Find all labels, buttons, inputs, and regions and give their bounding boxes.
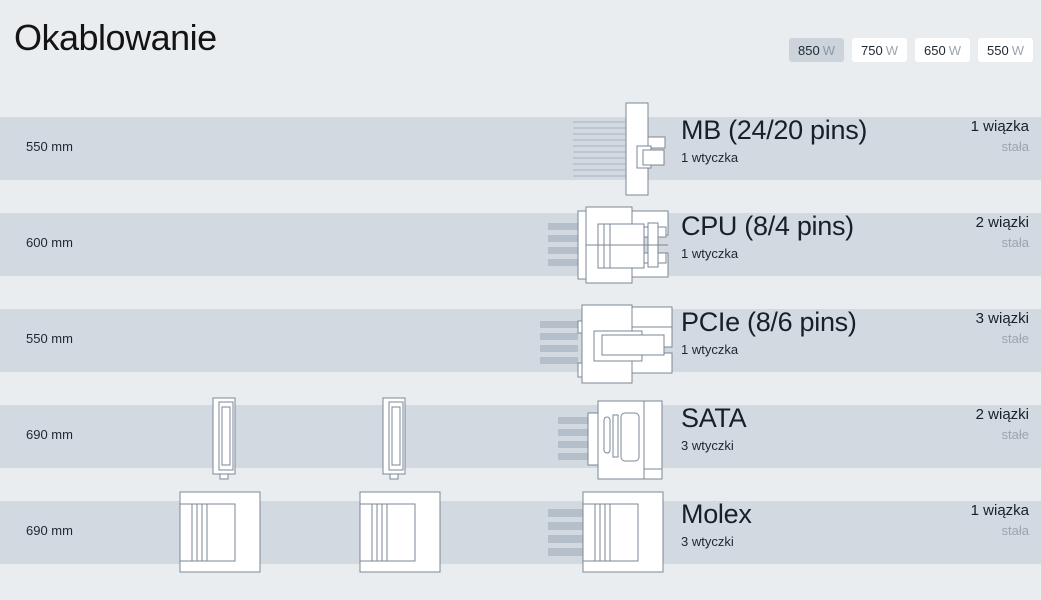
cable-bundle-type: stała <box>1001 235 1029 250</box>
wattage-option-850[interactable]: 850 W <box>789 38 844 62</box>
cable-row-cpu: 600 mm <box>0 197 1041 293</box>
cable-name: SATA <box>681 403 747 433</box>
cable-row-sata: 690 mm <box>0 389 1041 485</box>
cable-plugs: 3 wtyczki <box>681 533 734 549</box>
wattage-unit: W <box>822 42 835 58</box>
cable-bundle-type: stałe <box>1001 331 1029 346</box>
cable-bundles: 1 wiązka <box>970 118 1029 135</box>
wattage-value: 550 <box>987 42 1009 58</box>
cable-info-pcie: PCIe (8/6 pins) 1 wtyczka <box>681 307 857 357</box>
cable-info-molex: Molex 3 wtyczki <box>681 499 752 549</box>
connector-graphic-molex <box>0 485 1041 600</box>
connector-graphic-sata <box>0 389 1041 485</box>
cable-band <box>0 213 1041 276</box>
page-title: Okablowanie <box>14 17 217 58</box>
cable-name: CPU (8/4 pins) <box>681 211 854 241</box>
cable-plugs: 3 wtyczki <box>681 437 734 453</box>
sata-inline-1 <box>212 397 236 480</box>
cable-info-mb: MB (24/20 pins) 1 wtyczka <box>681 115 867 165</box>
cable-bundles: 2 wiązki <box>975 406 1029 423</box>
wattage-option-550[interactable]: 550 W <box>978 38 1033 62</box>
cable-qty-pcie: 3 wiązki stałe <box>976 310 1029 346</box>
cable-length: 550 mm <box>26 139 73 154</box>
cable-qty-cpu: 2 wiązki stała <box>976 214 1029 250</box>
wattage-value: 650 <box>924 42 946 58</box>
cable-qty-mb: 1 wiązka stała <box>971 118 1029 154</box>
sata-inline-2 <box>382 397 406 480</box>
molex-inline-1 <box>179 491 261 573</box>
wattage-option-650[interactable]: 650 W <box>915 38 970 62</box>
wattage-unit: W <box>948 42 961 58</box>
wattage-unit: W <box>1011 42 1024 58</box>
cable-band <box>0 309 1041 372</box>
cable-band <box>0 117 1041 180</box>
cable-bundle-type: stałe <box>1001 427 1029 442</box>
cable-plugs: 1 wtyczka <box>681 149 739 165</box>
wattage-unit: W <box>885 42 898 58</box>
cable-bundles: 2 wiązki <box>975 214 1029 231</box>
connector-graphic-mb-24-pin <box>0 101 1041 197</box>
cable-band <box>0 501 1041 564</box>
cable-qty-sata: 2 wiązki stałe <box>976 406 1029 442</box>
cable-length: 690 mm <box>26 427 73 442</box>
cable-length: 550 mm <box>26 331 73 346</box>
cable-row-molex: 690 mm <box>0 485 1041 581</box>
connector-graphic-pcie-8-pin <box>0 293 1041 389</box>
wattage-value: 850 <box>798 42 820 58</box>
cable-length: 690 mm <box>26 523 73 538</box>
cable-name: Molex <box>681 499 752 529</box>
cable-name: PCIe (8/6 pins) <box>681 307 857 337</box>
wattage-selector[interactable]: 850 W 750 W 650 W 550 W <box>789 38 1033 62</box>
cable-length: 600 mm <box>26 235 73 250</box>
wattage-option-750[interactable]: 750 W <box>852 38 907 62</box>
connector-graphic-cpu-8-pin <box>0 197 1041 293</box>
molex-inline-2 <box>359 491 441 573</box>
cable-row-mb: 550 mm <box>0 101 1041 197</box>
cable-info-sata: SATA 3 wtyczki <box>681 403 747 453</box>
wattage-value: 750 <box>861 42 883 58</box>
cable-bundles: 3 wiązki <box>975 310 1029 327</box>
cable-bundles: 1 wiązka <box>970 502 1029 519</box>
cable-plugs: 1 wtyczka <box>681 245 739 261</box>
cable-plugs: 1 wtyczka <box>681 341 739 357</box>
cable-band <box>0 405 1041 468</box>
cable-bundle-type: stała <box>1001 523 1029 538</box>
cable-row-pcie: 550 mm <box>0 293 1041 389</box>
cable-qty-molex: 1 wiązka stała <box>971 502 1029 538</box>
cable-bundle-type: stała <box>1001 139 1029 154</box>
cable-info-cpu: CPU (8/4 pins) 1 wtyczka <box>681 211 854 261</box>
cable-name: MB (24/20 pins) <box>681 115 868 145</box>
